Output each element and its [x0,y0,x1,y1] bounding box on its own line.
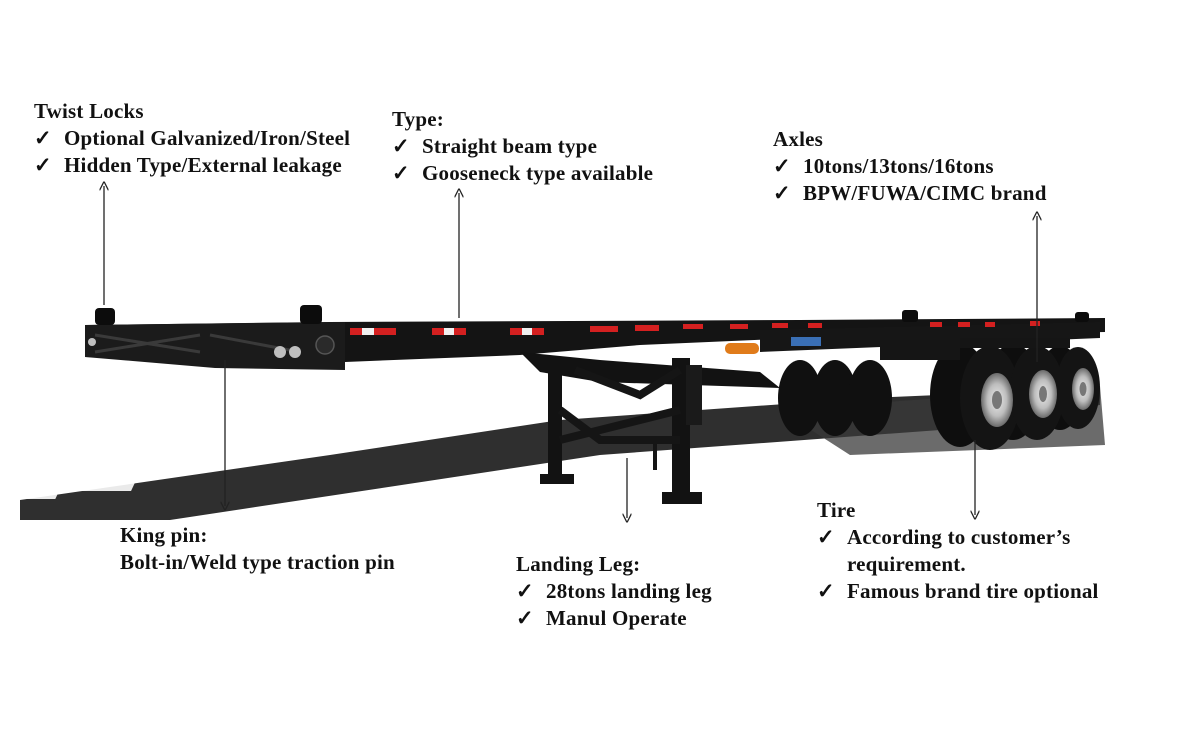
twist-locks-callout: Twist Locks ✓ Optional Galvanized/Iron/St… [34,98,350,179]
type-item-2: Gooseneck type available [422,161,654,185]
tire-item-2: Famous brand tire optional [847,579,1099,603]
tire-callout: Tire ✓ According to customer’s requiremen… [817,497,1099,605]
landing-leg-item-1: 28tons landing leg [546,579,712,603]
landing-legs [540,358,702,504]
axles-callout: Axles ✓ 10tons/13tons/16tons ✓ BPW/FUWA/CI… [773,126,1047,207]
checkmark-icon: ✓ [34,153,52,177]
twist-locks-item-1: Optional Galvanized/Iron/Steel [64,126,351,150]
checkmark-icon: ✓ [817,525,835,549]
tire-item-1: According to customer’s [847,525,1071,549]
landing-leg-callout: Landing Leg: ✓ 28tons landing leg ✓ Manul … [516,551,712,632]
wheel-assembly [778,338,1100,450]
checkmark-icon: ✓ [392,134,410,158]
brand-logo-mark [725,337,821,354]
checkmark-icon: ✓ [817,579,835,603]
side-reflectors [350,321,1040,335]
checkmark-icon: ✓ [392,161,410,185]
axles-title: Axles [773,127,823,151]
landing-leg-title: Landing Leg: [516,552,641,576]
tire-title: Tire [817,498,856,522]
axles-item-1: 10tons/13tons/16tons [803,154,994,178]
callout-arrows [104,186,1037,518]
king-pin-callout: King pin: Bolt-in/Weld type traction pin [120,522,395,576]
type-item-1: Straight beam type [422,134,598,158]
twist-locks-title: Twist Locks [34,99,144,123]
tire-item-1-continued: requirement. [847,552,966,576]
king-pin-line: Bolt-in/Weld type traction pin [120,550,395,574]
king-pin-title: King pin: [120,523,208,547]
type-title: Type: [392,107,444,131]
type-callout: Type: ✓ Straight beam type ✓ Gooseneck typ… [392,106,653,187]
checkmark-icon: ✓ [516,606,534,630]
landing-leg-item-2: Manul Operate [546,606,687,630]
trailer-frame [85,318,1105,388]
axles-item-2: BPW/FUWA/CIMC brand [803,181,1047,205]
checkmark-icon: ✓ [516,579,534,603]
twist-locks-item-2: Hidden Type/External leakage [64,153,342,177]
twist-lock-markers [95,305,1089,325]
checkmark-icon: ✓ [773,154,791,178]
checkmark-icon: ✓ [773,181,791,205]
checkmark-icon: ✓ [34,126,52,150]
